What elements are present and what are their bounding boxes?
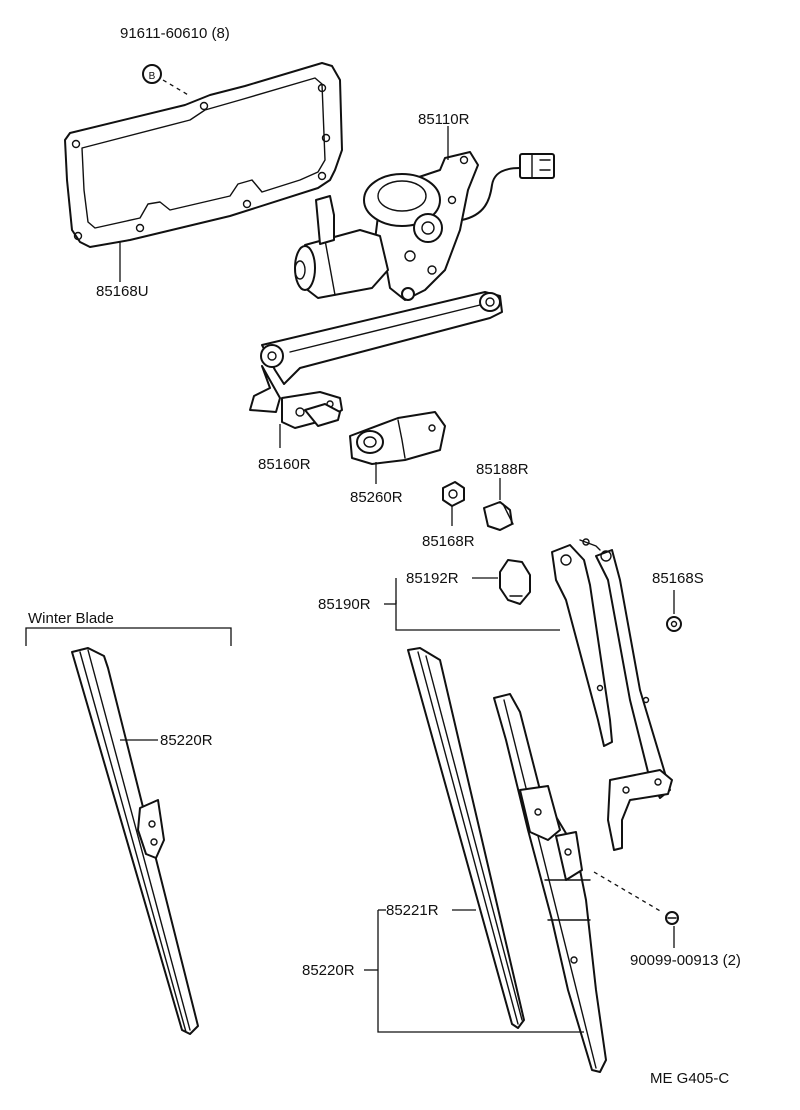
bolt-part: B [142,64,191,97]
label-cap-upper: 85188R [476,461,529,478]
label-winter-blade: 85220R [160,732,213,749]
bolt-mark: B [149,71,156,82]
label-motor: 85110R [418,111,470,128]
label-nut: 85168R [422,533,475,550]
screw-part [593,871,679,948]
label-bracket: 85260R [350,489,403,506]
label-washer: 85168S [652,570,704,587]
gasket-part [64,62,343,282]
label-blade: 85220R [302,962,355,979]
cap-part [472,559,531,605]
label-bolt: 91611-60610 (8) [120,25,230,42]
label-refill: 85221R [386,902,439,919]
winter-blade-title: Winter Blade [28,610,114,627]
refill-part [407,647,525,1029]
winter-blade-part [25,627,232,1035]
label-link: 85160R [258,456,311,473]
label-gasket: 85168U [96,283,149,300]
wiper-arm-part [384,538,673,851]
cap-upper-part [483,478,514,531]
bracket-part [349,411,446,484]
nut-part [442,481,465,526]
wiper-motor-part [294,126,555,301]
label-arm: 85190R [318,596,371,613]
figure-code: ME G405-C [650,1070,729,1087]
label-cap: 85192R [406,570,459,587]
label-screw: 90099-00913 (2) [630,952,741,969]
washer-part [666,590,682,632]
blade-part [493,693,607,1073]
wiper-link-part [249,291,503,448]
